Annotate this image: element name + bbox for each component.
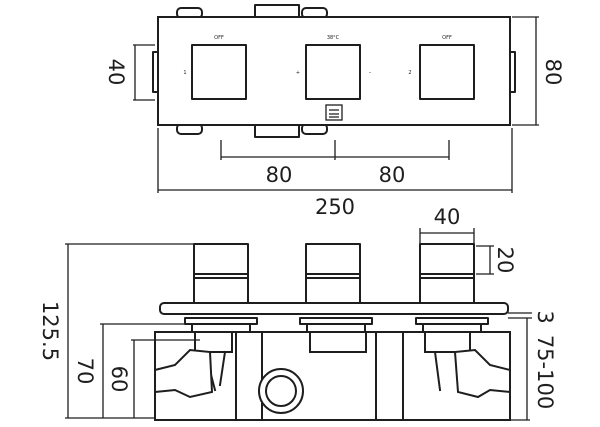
dim-70-label: 70 bbox=[73, 358, 97, 385]
dim-line-knob-height bbox=[476, 245, 494, 275]
dim-3-label: 3 bbox=[533, 310, 557, 323]
side-mark-minus: – bbox=[369, 70, 372, 76]
dim-knob-width-label: 40 bbox=[434, 205, 461, 229]
dim-40-label: 40 bbox=[104, 59, 128, 86]
dim-adjust-label: 75-100 bbox=[533, 335, 557, 409]
outlet-port-inner bbox=[265, 375, 297, 407]
dim-80-vertical-label: 80 bbox=[541, 59, 565, 86]
inlet-right bbox=[453, 348, 511, 399]
dim-125-label: 125.5 bbox=[38, 301, 62, 361]
dim-line-70 bbox=[100, 323, 192, 418]
cartridge-center bbox=[309, 331, 367, 353]
dim-line-80-vertical bbox=[512, 16, 539, 126]
dim-250-label: 250 bbox=[315, 195, 355, 219]
knob-label-center: 38°C bbox=[327, 35, 340, 41]
collar-center-inner bbox=[306, 323, 366, 333]
cartridge-right bbox=[424, 331, 472, 392]
inlet-left bbox=[154, 348, 214, 399]
dim-line-spacing bbox=[220, 140, 450, 160]
dim-spacing-left-label: 80 bbox=[266, 163, 293, 187]
knob-label-left: OFF bbox=[214, 35, 224, 41]
front-view: OFF 38°C OFF 1 + – 2 bbox=[152, 4, 516, 138]
front-dimensions: 40 80 80 80 250 bbox=[104, 16, 565, 219]
knob-label-right: OFF bbox=[442, 35, 452, 41]
knob-side-center bbox=[305, 243, 361, 304]
side-view bbox=[154, 243, 511, 421]
side-mark-2: 2 bbox=[408, 70, 411, 76]
knob-side-left bbox=[193, 243, 249, 304]
dim-spacing-right-label: 80 bbox=[379, 163, 406, 187]
side-mark-1: 1 bbox=[183, 70, 186, 76]
dim-knob-height-label: 20 bbox=[493, 247, 517, 274]
knob-left bbox=[191, 44, 247, 100]
valve-body-dividers bbox=[235, 331, 404, 421]
dim-line-adjust bbox=[510, 318, 530, 421]
cartridge-left bbox=[194, 331, 233, 392]
dim-line-125 bbox=[65, 243, 194, 419]
dim-line-3 bbox=[508, 312, 532, 319]
collar-left-inner bbox=[191, 323, 251, 333]
cover-plate bbox=[159, 302, 509, 315]
front-plate bbox=[157, 16, 511, 126]
diverter-icon bbox=[325, 104, 343, 121]
collar-right-inner bbox=[422, 323, 482, 333]
side-dimensions: 40 20 125.5 70 60 3 75-100 bbox=[38, 205, 557, 421]
dim-line-250 bbox=[157, 128, 513, 193]
knob-right bbox=[419, 44, 475, 100]
side-mark-plus: + bbox=[296, 70, 300, 76]
knob-side-right bbox=[419, 243, 475, 304]
knob-center bbox=[305, 44, 361, 100]
dim-line-knob-width bbox=[419, 228, 475, 246]
dim-line-40 bbox=[133, 44, 155, 101]
dim-line-60 bbox=[131, 339, 200, 418]
dim-60-label: 60 bbox=[107, 366, 131, 393]
